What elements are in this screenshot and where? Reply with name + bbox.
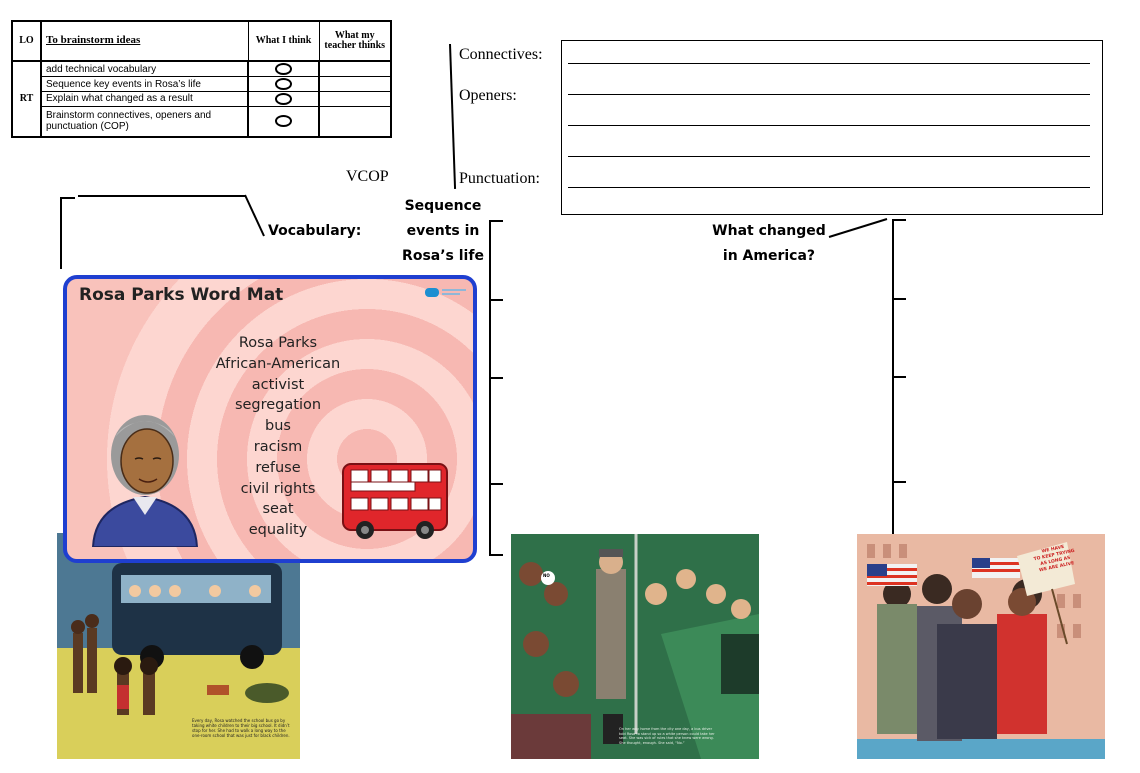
learning-objective-table: LO To brainstorm ideas What I think What…	[11, 20, 392, 138]
what-changed-pointer-line	[828, 218, 888, 238]
vocabulary-pointer-line	[244, 194, 265, 237]
march-illustration: WE HAVE TO KEEP TRYING AS LONG AS WE ARE…	[857, 534, 1105, 759]
criteria-text: Brainstorm connectives, openers and punc…	[40, 105, 249, 138]
writing-line[interactable]	[568, 125, 1090, 126]
lo-header-row: LO To brainstorm ideas What I think What…	[11, 20, 392, 62]
teacher-assessment-cell	[318, 76, 392, 92]
lo-code: LO	[11, 20, 42, 62]
self-assessment-circle[interactable]	[275, 92, 292, 105]
self-assessment-cell[interactable]	[247, 90, 320, 107]
sequence-label-line: Rosa’s life	[402, 248, 484, 264]
timeline-tick	[892, 298, 906, 300]
timeline-tick	[489, 554, 503, 556]
criteria-text: Sequence key events in Rosa’s life	[40, 76, 249, 92]
criteria-text: Explain what changed as a result	[40, 90, 249, 107]
connectives-label: Connectives:	[459, 46, 543, 63]
word-mat-word: civil rights	[240, 480, 316, 497]
word-mat-title: Rosa Parks Word Mat	[79, 285, 284, 305]
word-mat-word: bus	[265, 418, 291, 435]
criteria-row: RT add technical vocabulary	[11, 60, 392, 138]
word-mat-word: segregation	[234, 397, 322, 414]
word-mat-word: activist	[251, 376, 305, 393]
punctuation-label: Punctuation:	[459, 170, 540, 187]
what-changed-label-line: What changed	[712, 223, 826, 239]
vocabulary-bracket-left	[60, 197, 62, 269]
timeline-tick	[892, 481, 906, 483]
writing-line[interactable]	[568, 63, 1090, 64]
self-assessment-circle[interactable]	[275, 115, 292, 128]
what-changed-label: What changed in America?	[706, 219, 832, 269]
self-assessment-circle[interactable]	[275, 63, 292, 76]
sequence-label: Sequence events in Rosa’s life	[395, 194, 491, 269]
vocabulary-label: Vocabulary:	[268, 223, 362, 239]
self-assessment-circle[interactable]	[275, 78, 292, 91]
sequence-label-line: events in	[406, 223, 480, 239]
criteria-row: Brainstorm connectives, openers and punc…	[12, 105, 392, 138]
writing-line[interactable]	[568, 94, 1090, 95]
bus-speech-bubble: NO	[543, 573, 550, 578]
what-changed-label-line: in America?	[722, 248, 816, 264]
writing-line[interactable]	[568, 187, 1090, 188]
school-bus-caption: Every day, Rosa watched the school bus g…	[192, 718, 290, 738]
vcop-bracket-line	[449, 43, 457, 189]
rt-code: RT	[11, 60, 42, 138]
timeline-tick	[892, 376, 906, 378]
word-mat-word: refuse	[255, 459, 301, 476]
vocabulary-bracket-line	[78, 195, 246, 197]
criteria-text: add technical vocabulary	[40, 60, 249, 78]
bus-refusal-illustration: NO On her way home from the city one day…	[511, 534, 759, 759]
timeline-tick	[489, 299, 503, 301]
word-mat-word: racism	[253, 438, 303, 455]
word-mat-word: Rosa Parks	[238, 335, 318, 351]
openers-label: Openers:	[459, 87, 517, 104]
vcop-writing-box[interactable]	[561, 40, 1103, 215]
criteria-row: Sequence key events in Rosa’s life	[12, 76, 392, 92]
school-bus-art	[57, 533, 300, 759]
vcop-heading: VCOP	[346, 168, 389, 185]
word-mat-word: equality	[248, 522, 308, 539]
rosa-parks-portrait	[91, 415, 199, 547]
timeline-tick	[489, 483, 503, 485]
timeline-tick	[489, 377, 503, 379]
teacher-assessment-cell	[318, 105, 392, 138]
col-teacher-thinks: What my teacher thinks	[318, 20, 392, 62]
criteria-row: Explain what changed as a result	[12, 90, 392, 107]
twinkl-logo-icon	[425, 288, 466, 297]
bus-interior-art	[511, 534, 759, 759]
word-mat-word: seat	[262, 501, 294, 518]
lo-title: To brainstorm ideas	[40, 20, 249, 62]
col-what-i-think: What I think	[247, 20, 320, 62]
self-assessment-cell[interactable]	[247, 60, 320, 78]
self-assessment-cell[interactable]	[247, 76, 320, 92]
word-mat-word: African-American	[215, 355, 341, 372]
school-bus-illustration: Every day, Rosa watched the school bus g…	[57, 533, 300, 759]
sequence-label-line: Sequence	[404, 198, 482, 214]
rosa-parks-word-mat: Rosa Parks Word Mat Rosa Parks African-A…	[63, 275, 477, 563]
red-bus-icon	[342, 463, 448, 539]
word-mat-word-list: Rosa Parks African-American activist seg…	[187, 333, 369, 541]
march-art	[857, 534, 1105, 759]
self-assessment-cell[interactable]	[247, 105, 320, 138]
vocabulary-bracket-top	[60, 197, 75, 199]
teacher-assessment-cell	[318, 60, 392, 78]
sequence-timeline	[489, 220, 491, 556]
bus-refusal-caption: On her way home from the city one day, a…	[619, 727, 715, 745]
teacher-assessment-cell	[318, 90, 392, 107]
writing-line[interactable]	[568, 156, 1090, 157]
timeline-tick	[892, 219, 906, 221]
timeline-tick	[489, 220, 503, 222]
